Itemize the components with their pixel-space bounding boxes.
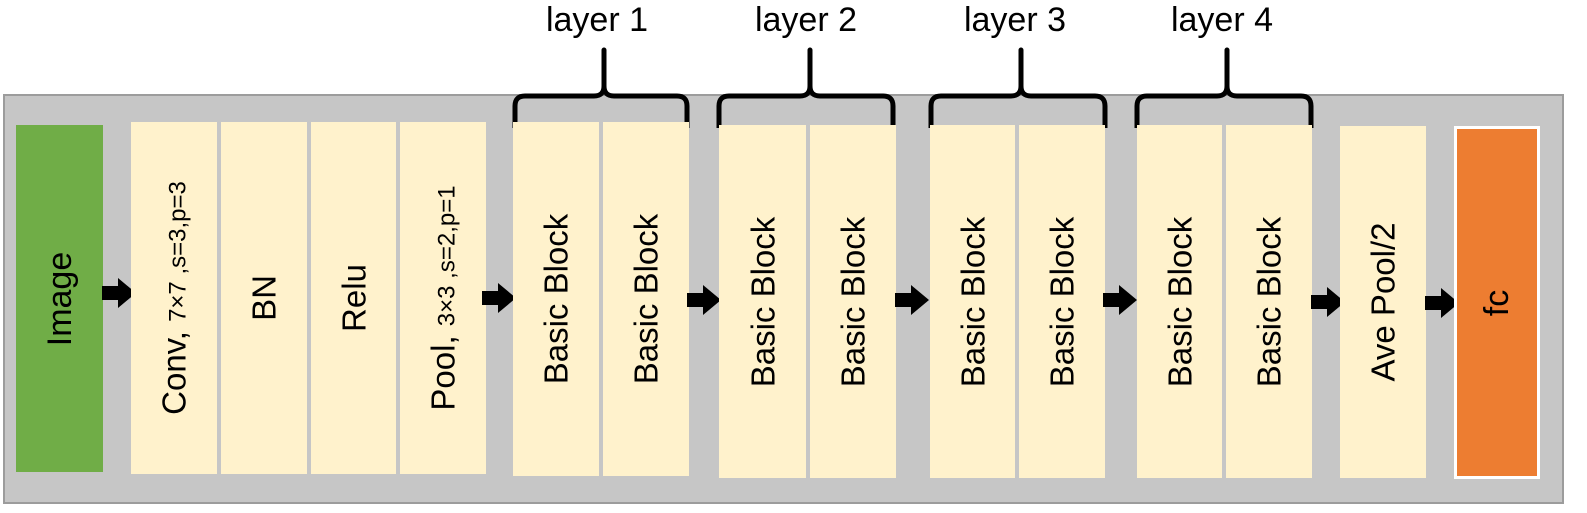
relu-label: Relu (335, 264, 372, 332)
fc-label: fc (1478, 289, 1516, 316)
basic-block-label: Basic Block (1043, 216, 1081, 387)
layer-4-brace (1134, 47, 1314, 128)
basic-block-label: Basic Block (834, 216, 872, 387)
image-label: Image (40, 251, 79, 346)
basic-block-label: Basic Block (627, 213, 665, 385)
arrow-icon (1311, 287, 1345, 317)
image-input-box: Image (16, 125, 103, 472)
basic-block-label: Basic Block (1250, 216, 1288, 387)
layer-2-block-1: Basic Block (719, 125, 806, 478)
arrow-icon (687, 285, 721, 315)
layer-3-block-2: Basic Block (1019, 125, 1105, 478)
layer-1-block-1: Basic Block (513, 122, 599, 476)
layer-2-brace (716, 47, 896, 128)
layer-1-label: layer 1 (545, 1, 649, 39)
conv-box: Conv, 7×7 ,s=3,p=3 (131, 122, 217, 474)
pool-box: Pool, 3×3 ,s=2,p=1 (400, 122, 486, 474)
layer-4-label: layer 4 (1170, 1, 1274, 39)
ave-pool-box: Ave Pool/2 (1340, 126, 1426, 478)
basic-block-label: Basic Block (954, 216, 991, 387)
fc-output-box: fc (1454, 126, 1540, 479)
arrow-icon (482, 283, 516, 313)
relu-box: Relu (311, 122, 396, 474)
layer-1-brace (512, 47, 690, 128)
arrow-icon (102, 278, 136, 308)
arrow-icon (1103, 285, 1137, 315)
layer-4-block-1: Basic Block (1137, 125, 1222, 478)
basic-block-label: Basic Block (1161, 216, 1198, 387)
conv-label: Conv, 7×7 ,s=3,p=3 (155, 181, 193, 415)
pool-label: Pool, 3×3 ,s=2,p=1 (424, 185, 462, 411)
arrow-icon (895, 285, 929, 315)
layer-3-block-1: Basic Block (930, 125, 1015, 478)
basic-block-label: Basic Block (744, 216, 781, 387)
basic-block-label: Basic Block (537, 213, 575, 385)
layer-1-block-2: Basic Block (603, 122, 689, 476)
arrow-icon (1425, 288, 1459, 318)
bn-label: BN (245, 275, 283, 321)
layer-3-label: layer 3 (963, 1, 1067, 39)
layer-2-block-2: Basic Block (810, 125, 896, 478)
ave-pool-label: Ave Pool/2 (1364, 222, 1402, 382)
layer-2-label: layer 2 (754, 1, 858, 39)
layer-3-brace (928, 47, 1108, 128)
bn-box: BN (221, 122, 307, 474)
layer-4-block-2: Basic Block (1226, 125, 1312, 478)
